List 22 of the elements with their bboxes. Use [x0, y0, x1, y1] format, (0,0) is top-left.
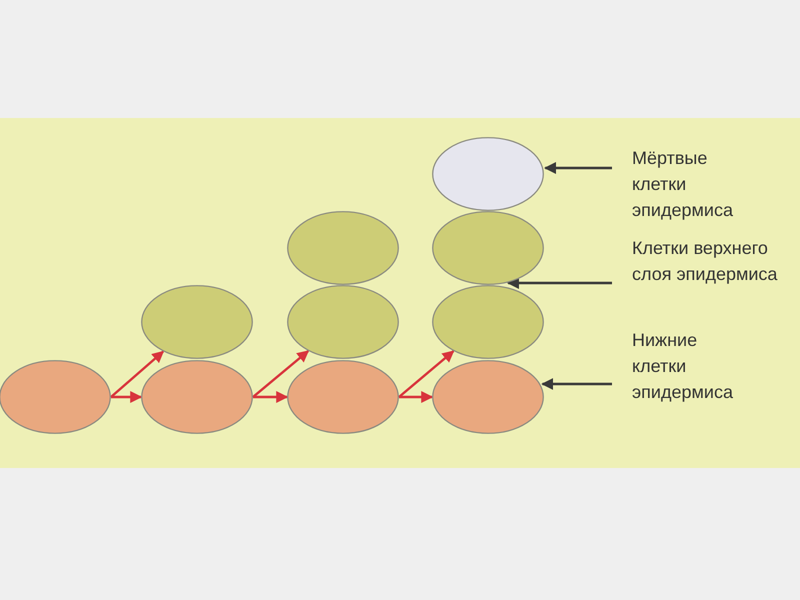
upper-layer-cell [287, 285, 399, 359]
growth-arrow [253, 391, 288, 403]
growth-arrow [399, 391, 434, 403]
cell-caption: Мёртвые клетки эпидермиса [612, 145, 747, 223]
upper-layer-cell [432, 285, 544, 359]
growth-arrow [110, 350, 164, 398]
upper-layer-cell [141, 285, 253, 359]
upper-layer-cell [432, 211, 544, 285]
dead-cell [432, 137, 544, 211]
lower-layer-cell [0, 360, 111, 434]
cell-caption: Нижние клетки эпидермиса [612, 327, 747, 405]
leader-arrow [506, 277, 612, 289]
growth-arrow [111, 391, 142, 403]
lower-layer-cell [287, 360, 399, 434]
lower-layer-cell [432, 360, 544, 434]
lower-layer-cell [141, 360, 253, 434]
leader-arrow [544, 162, 612, 174]
cell-caption: Клетки верхнего слоя эпидермиса [612, 235, 782, 287]
leader-arrow [541, 378, 612, 390]
upper-layer-cell [287, 211, 399, 285]
growth-arrow [398, 350, 454, 398]
growth-arrow [252, 350, 310, 398]
